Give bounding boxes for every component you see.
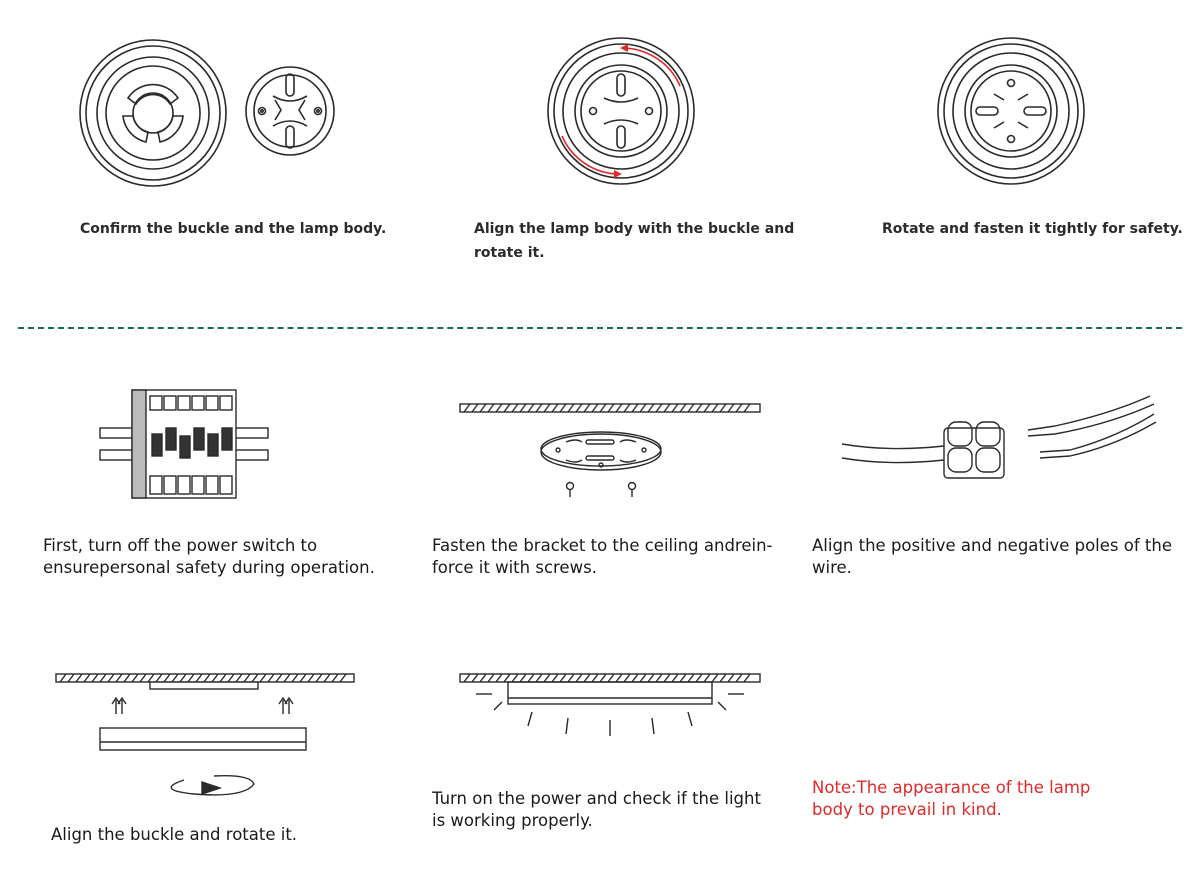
light-rays-icon (459, 673, 761, 736)
ceiling-bracket-icon (459, 403, 761, 497)
step-caption: ensurepersonal safety during operation. (43, 558, 375, 577)
step-caption: Align the positive and negative poles of… (812, 536, 1172, 555)
wire-connector-icon (841, 395, 1157, 479)
circuit-breaker-icon (99, 389, 269, 499)
step-caption: is working properly. (432, 811, 593, 830)
note-text: body to prevail in kind. (812, 800, 1002, 819)
step-caption: rotate it. (474, 245, 545, 261)
fastened-lamp-icon (937, 37, 1085, 185)
buckle-icon (245, 66, 335, 156)
step-caption: Turn on the power and check if the light (432, 789, 761, 808)
step-caption: First, turn off the power switch to (43, 536, 318, 555)
note-text: Note:The appearance of the lamp (812, 778, 1091, 797)
step-caption: Align the lamp body with the buckle and (474, 221, 795, 237)
step-caption: Confirm the buckle and the lamp body. (80, 221, 387, 237)
step-caption: wire. (812, 558, 852, 577)
section-divider (18, 327, 1182, 329)
rotate-assembly-icon (547, 37, 695, 185)
lamp-body-icon (79, 39, 227, 187)
step-caption: Align the buckle and rotate it. (51, 825, 298, 844)
step-caption: Rotate and fasten it tightly for safety. (882, 221, 1183, 237)
step-caption: Fasten the bracket to the ceiling andrei… (432, 536, 773, 555)
buckle-rotate-icon (55, 673, 355, 796)
step-caption: force it with screws. (432, 558, 597, 577)
